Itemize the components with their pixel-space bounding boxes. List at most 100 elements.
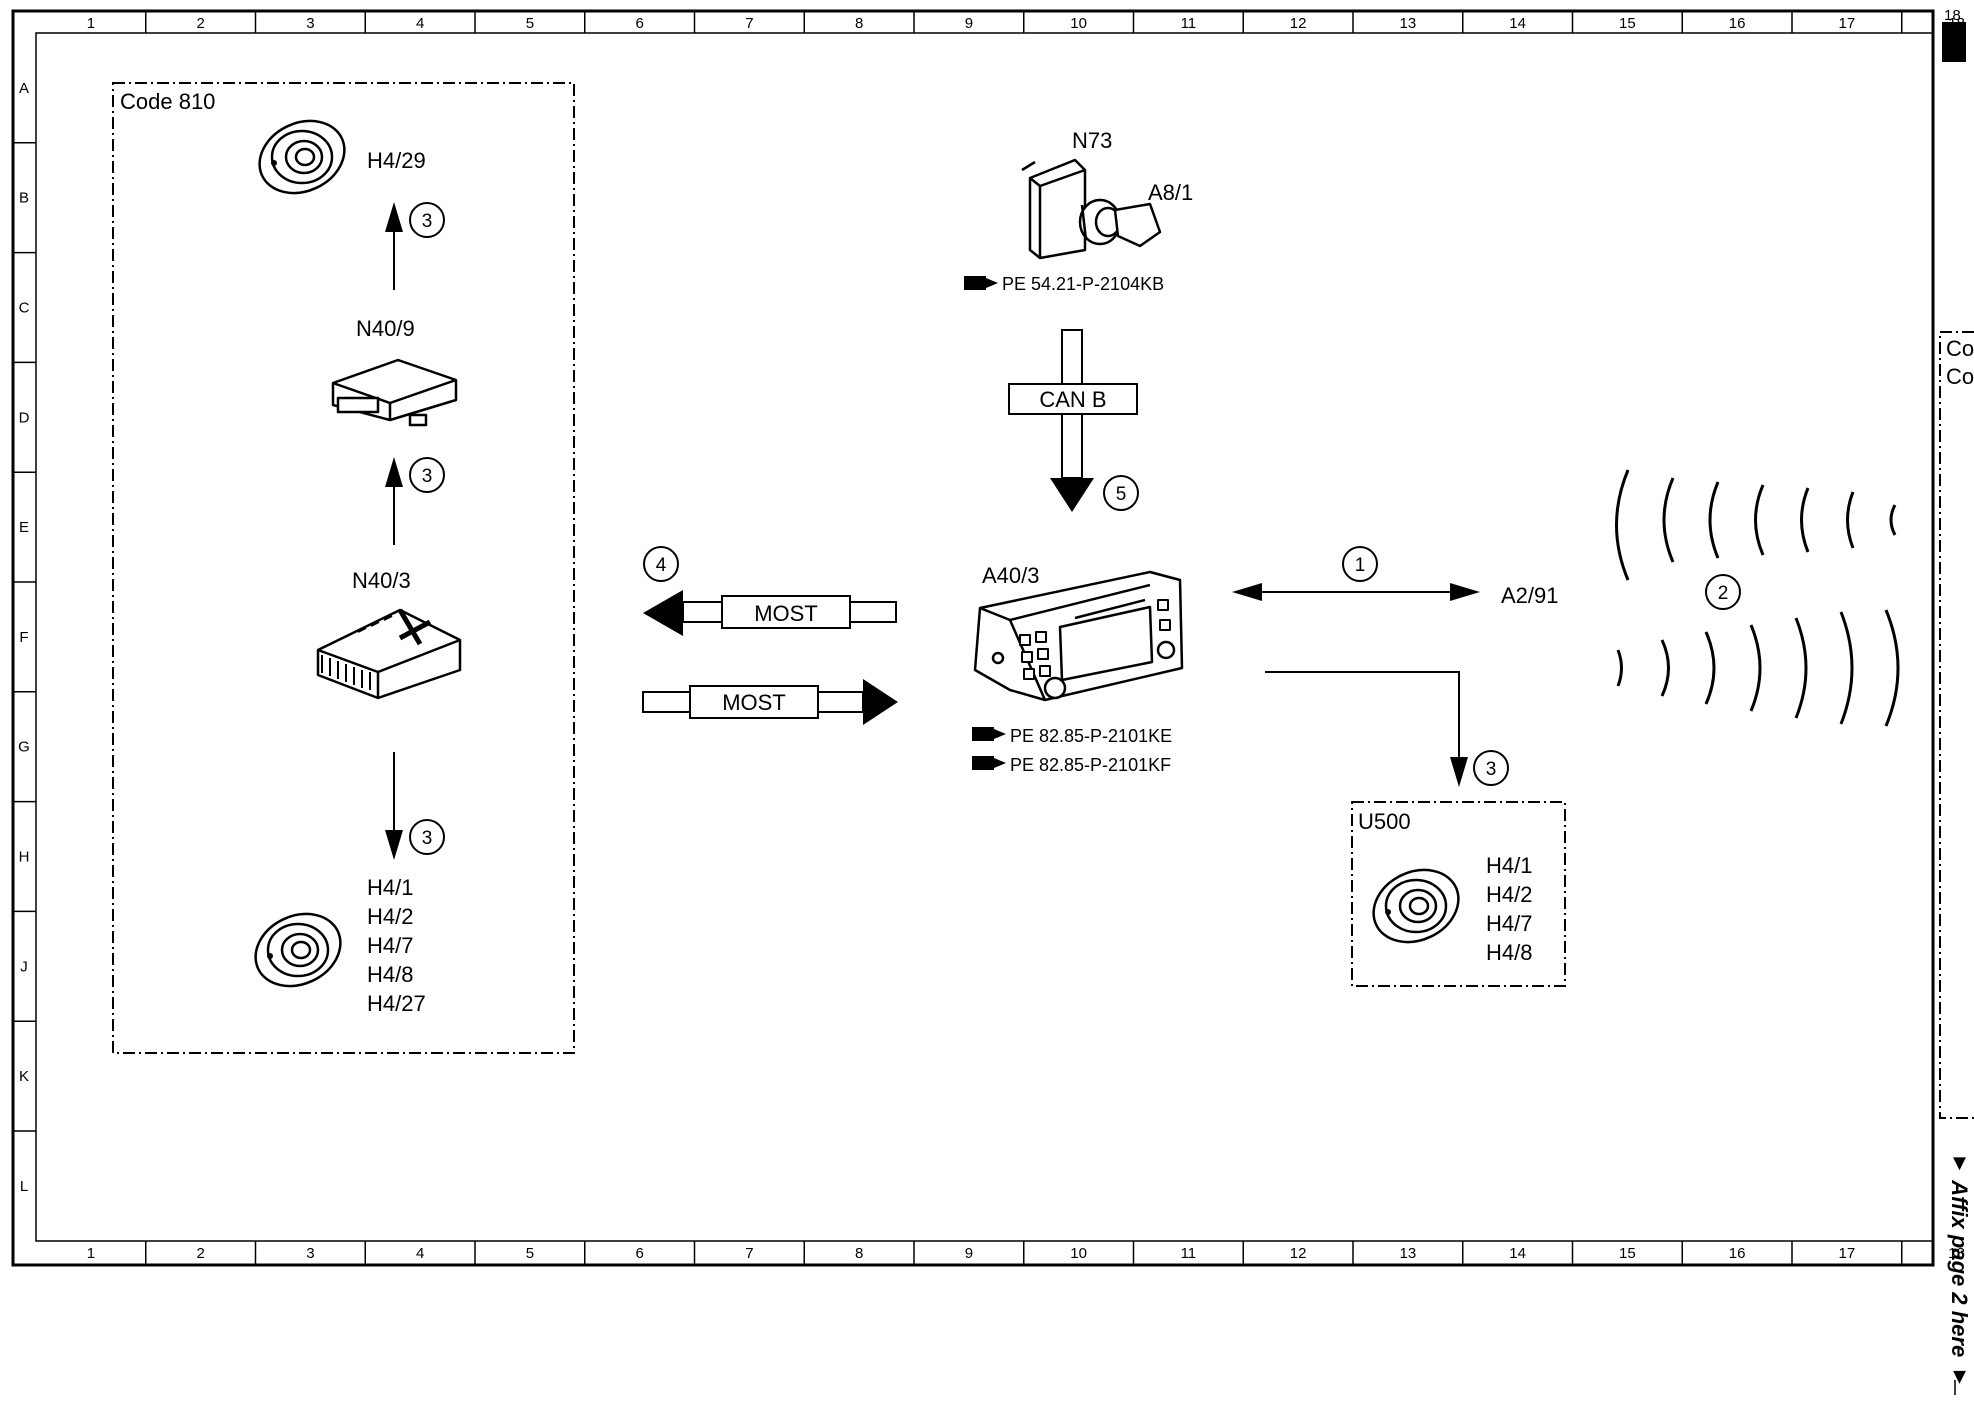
can-b-bus-arrow: [1008, 329, 1138, 512]
column-label: 6: [635, 1245, 643, 1262]
svg-text:2: 2: [1718, 583, 1729, 604]
outer-frame: [11, 9, 1935, 1267]
row-label: E: [19, 519, 29, 536]
label-u500-h4-8: H4/8: [1486, 940, 1532, 965]
column-label: 8: [855, 15, 863, 32]
column-label: 12: [1290, 1245, 1307, 1262]
column-label: 15: [1619, 15, 1636, 32]
arrowhead-right-a2-91: [1450, 583, 1480, 601]
label-h4-27: H4/27: [367, 991, 426, 1016]
label-h4-2: H4/2: [367, 904, 413, 929]
radio-waves-icon: [1615, 469, 1900, 727]
svg-text:3: 3: [1486, 759, 1497, 780]
reference-icon-a40-2: [972, 756, 1006, 770]
row-label: K: [19, 1068, 29, 1085]
column-label: 16: [1729, 15, 1746, 32]
inner-frame: [35, 32, 1934, 1242]
reference-icon-a40-1: [972, 727, 1006, 741]
speaker-icon-h4-29: [258, 119, 346, 195]
label-a8-1: A8/1: [1148, 180, 1193, 205]
label-h4-8: H4/8: [367, 962, 413, 987]
column-label: 2: [196, 1245, 204, 1262]
label-u500-h4-7: H4/7: [1486, 911, 1532, 936]
most-bus-left-arrow: [643, 590, 897, 636]
most-label-bottom: MOST: [722, 690, 786, 715]
row-label: H: [19, 849, 30, 866]
column-label: 14: [1509, 1245, 1526, 1262]
ref-n73: PE 54.21-P-2104KB: [1002, 274, 1164, 294]
speaker-icon-left-group: [254, 912, 342, 988]
marker-1: 1: [1342, 546, 1378, 582]
code-810-title: Code 810: [120, 89, 215, 114]
code-810-box: [112, 82, 575, 1054]
column-label: 11: [1181, 1245, 1197, 1262]
label-h4-7: H4/7: [367, 933, 413, 958]
marker-5: 5: [1103, 475, 1139, 511]
column-label: 13: [1400, 1245, 1417, 1262]
ref-a40-2: PE 82.85-P-2101KF: [1010, 755, 1171, 775]
module-icon-n40-9: [331, 358, 458, 427]
ref-a40-1: PE 82.85-P-2101KE: [1010, 726, 1172, 746]
column-label: 17: [1839, 1245, 1856, 1262]
label-u500: U500: [1358, 809, 1411, 834]
svg-text:4: 4: [656, 555, 667, 576]
column-label: 1: [87, 15, 95, 32]
marker-3-c: 3: [409, 819, 445, 855]
column-label: 8: [855, 1245, 863, 1262]
column-label: 9: [965, 15, 973, 32]
arrowhead-down-u500: [1450, 757, 1468, 787]
side-panel-line-1: Co: [1946, 336, 1974, 361]
label-a2-91: A2/91: [1501, 583, 1559, 608]
svg-text:3: 3: [422, 828, 433, 849]
most-label-top: MOST: [754, 601, 818, 626]
svg-text:3: 3: [422, 211, 433, 232]
label-n73: N73: [1072, 128, 1112, 153]
affix-page-note: ▼ Affix page 2 here ▼: [1947, 1150, 1972, 1389]
column-label: 11: [1181, 15, 1197, 32]
column-label: 10: [1070, 1245, 1087, 1262]
column-label: 6: [635, 15, 643, 32]
marker-3-b: 3: [409, 457, 445, 493]
marker-3-d: 3: [1473, 750, 1509, 786]
can-b-label: CAN B: [1039, 387, 1106, 412]
ignition-switch-icon-n73: [1021, 158, 1162, 260]
row-label: F: [19, 629, 28, 646]
svg-text:1: 1: [1355, 555, 1366, 576]
column-label: 16: [1729, 1245, 1746, 1262]
head-unit-icon-a40-3: [973, 570, 1184, 702]
label-h4-29: H4/29: [367, 148, 426, 173]
column-label: 10: [1070, 15, 1087, 32]
side-top-number: 18: [1944, 7, 1961, 24]
side-panel-box: [1939, 331, 1974, 1119]
row-label: D: [19, 409, 30, 426]
row-label: G: [18, 739, 30, 756]
row-label: L: [20, 1178, 28, 1195]
label-u500-h4-1: H4/1: [1486, 853, 1532, 878]
label-n40-3: N40/3: [352, 568, 411, 593]
arrowhead-down-1: [385, 830, 403, 860]
column-label: 4: [416, 1245, 424, 1262]
svg-text:5: 5: [1116, 484, 1127, 505]
column-label: 5: [526, 15, 534, 32]
label-a40-3: A40/3: [982, 563, 1040, 588]
column-label: 3: [306, 1245, 314, 1262]
column-label: 12: [1290, 15, 1307, 32]
amplifier-icon-n40-3: [316, 608, 462, 700]
most-bus-right-arrow: [642, 679, 898, 725]
label-u500-h4-2: H4/2: [1486, 882, 1532, 907]
svg-text:3: 3: [422, 466, 433, 487]
column-label: 13: [1400, 15, 1417, 32]
column-label: 2: [196, 15, 204, 32]
corner-mark: [1942, 22, 1966, 62]
column-label: 18: [1948, 1245, 1965, 1262]
marker-4: 4: [643, 546, 679, 582]
link-a40-3-u500: [1265, 671, 1460, 762]
column-label: 14: [1509, 15, 1526, 32]
row-label: J: [20, 958, 28, 975]
column-label: 1: [87, 1245, 95, 1262]
row-label: C: [19, 300, 30, 317]
marker-3-a: 3: [409, 202, 445, 238]
row-ticks: [13, 142, 36, 1132]
